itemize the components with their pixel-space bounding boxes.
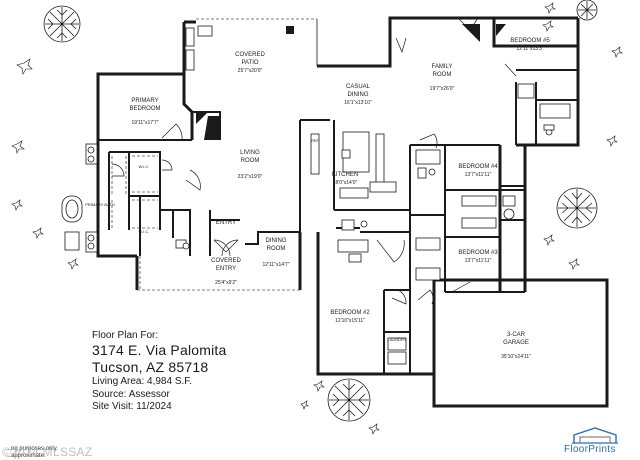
shrub-icon [11, 2, 623, 435]
logo-text: FloorPrints [564, 444, 616, 455]
tree-icon [556, 187, 598, 229]
door-swings [111, 17, 517, 305]
room-name-wic-bottom: W.I.C. [139, 229, 150, 234]
address-line-1: 3174 E. Via Palomita [92, 342, 227, 358]
room-name-bedroom3: BEDROOM #3 [458, 250, 498, 256]
room-dims-casual-dining: 16'1"x13'10" [344, 100, 372, 106]
room-name-bedroom2: BEDROOM #2 [330, 310, 370, 316]
closet-shelving [111, 155, 158, 229]
room-name-kitchen: KITCHEN [332, 172, 358, 178]
room-dims-covered-entry: 25'4"x9'2" [215, 280, 237, 286]
floorprints-logo: FloorPrints [558, 424, 636, 458]
room-dims-bedroom5: 12'11"x13'3" [516, 46, 543, 52]
room-name-bedroom4: BEDROOM #4 [458, 164, 498, 170]
tree-icon [576, 0, 598, 21]
copyright-watermark: ©2024 MLSSAZ [2, 445, 93, 459]
room-dims-kitchen: 18'0"x14'0" [333, 180, 358, 186]
address-line-2: Tucson, AZ 85718 [92, 359, 209, 375]
living-area: Living Area: 4,984 S.F. [92, 376, 193, 387]
room-dims-bedroom3: 13'7"x11'11" [465, 258, 492, 264]
site-visit: Site Visit: 11/2024 [92, 401, 172, 412]
property-info: Floor Plan For: 3174 E. Via Palomita Tuc… [92, 330, 227, 414]
room-dims-covered-patio: 25'7"x20'0" [238, 68, 263, 74]
room-dims-bedroom2: 12'10"x15'11" [335, 318, 365, 324]
room-dims-dining-room: 12'11"x14'7" [262, 262, 289, 268]
room-name-entry: ENTRY [216, 220, 236, 226]
covered-entry-outline [137, 256, 300, 291]
tree-icon [327, 378, 371, 422]
room-name-bedroom5: BEDROOM #5 [510, 38, 550, 44]
room-name-primary-bath: PRIMARY BATH [85, 202, 115, 207]
source: Source: Assessor [92, 388, 170, 400]
disclaimer-text: ...ng purposes only. ...approximate. [6, 446, 58, 459]
room-dims-garage: 35'10"x24'11" [501, 354, 531, 360]
room-dims-bedroom4: 13'7"x11'11" [465, 172, 492, 178]
interior-walls [98, 69, 578, 374]
house-logo-icon [572, 427, 618, 444]
room-dims-living-room: 23'2"x19'0" [238, 174, 263, 180]
room-name-laundry: LAUNDRY [387, 337, 406, 342]
room-dims-family-room: 19'7"x26'0" [430, 86, 455, 92]
ref-label: REF [311, 138, 320, 143]
tree-icon [43, 5, 81, 43]
room-dims-primary-bedroom: 19'11"x17'7" [131, 120, 158, 126]
plumbing-fixtures [61, 24, 571, 365]
floor-plan-for-label: Floor Plan For: [92, 330, 159, 341]
room-name-wic-top: W.I.C. [139, 164, 150, 169]
